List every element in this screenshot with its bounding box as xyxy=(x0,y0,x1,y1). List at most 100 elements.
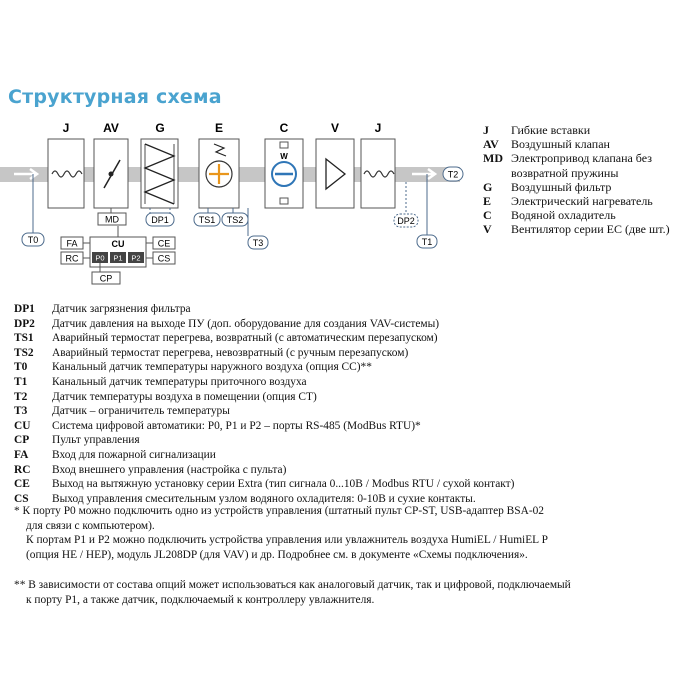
definition-text: Канальный датчик температуры наружного в… xyxy=(52,361,372,374)
definition-key: CU xyxy=(14,419,31,432)
footnote-line: К портам P1 и P2 можно подключить устрой… xyxy=(26,534,548,547)
legend-row: возвратной пружины xyxy=(483,166,700,180)
water-inlet-port-icon xyxy=(279,141,289,149)
legend-row: E Электрический нагреватель xyxy=(483,194,700,208)
definition-key: TS1 xyxy=(14,332,34,345)
damper-actuator-box xyxy=(97,212,127,226)
legend-key: G xyxy=(483,179,493,194)
definition-text: Выход управления смесительным узлом водя… xyxy=(52,492,476,505)
definition-row: TS1 Аварийный термостат перегрева, возвра… xyxy=(14,331,514,346)
legend-text: Электрический нагреватель xyxy=(511,194,653,209)
t1-sensor xyxy=(416,234,438,249)
water-label: W xyxy=(280,152,288,161)
definition-key: TS2 xyxy=(14,346,34,359)
t3-sensor xyxy=(247,235,269,250)
label-v: V xyxy=(331,121,339,135)
footnote-line: к порту P1, а также датчик, подключаемый… xyxy=(26,593,375,606)
legend-key: AV xyxy=(483,137,499,152)
legend-text: Водяной охладитель xyxy=(511,208,616,223)
t0-label: T0 xyxy=(28,235,39,245)
definition-row: CU Система цифровой автоматики: P0, P1 и … xyxy=(14,419,514,434)
rc-label: RC xyxy=(66,254,79,264)
spring-icon xyxy=(51,170,83,178)
legend-row: J Гибкие вставки xyxy=(483,123,700,137)
footnote-line: ** В зависимости от состава опций может … xyxy=(14,579,571,592)
footnote-line: (опция HE / HEP), модуль JL208DP (для VA… xyxy=(26,548,528,561)
fan-triangle-icon xyxy=(325,157,347,191)
cp-label: CP xyxy=(100,274,113,284)
label-g: G xyxy=(155,121,164,135)
legend-text: Воздушный клапан xyxy=(511,137,610,152)
definition-text: Выход на вытяжную установку серии Extra … xyxy=(52,478,515,491)
legend-key: MD xyxy=(483,151,503,166)
t1-label: T1 xyxy=(422,237,433,247)
label-av: AV xyxy=(103,121,119,135)
legend-text: возвратной пружины xyxy=(511,165,619,180)
ts2-label: TS2 xyxy=(227,215,244,225)
definition-key: T2 xyxy=(14,390,28,403)
definition-text: Аварийный термостат перегрева, возвратны… xyxy=(52,332,438,345)
t2-label: T2 xyxy=(448,170,459,180)
legend-key: J xyxy=(483,123,489,137)
definition-row: CE Выход на вытяжную установку серии Extr… xyxy=(14,477,514,492)
dp1-connector xyxy=(149,208,171,213)
dp2-label: DP2 xyxy=(397,216,415,226)
lightning-icon xyxy=(213,143,227,157)
definition-key: CE xyxy=(14,478,30,491)
dp2-sensor xyxy=(393,213,419,228)
p0-label: P0 xyxy=(95,254,104,263)
definition-key: T0 xyxy=(14,361,28,374)
ts1-label: TS1 xyxy=(199,215,216,225)
definition-key: DP2 xyxy=(14,317,35,330)
t3-label: T3 xyxy=(253,238,264,248)
label-j-outlet: J xyxy=(375,121,382,135)
ts1-sensor xyxy=(193,212,221,227)
outlet-arrow-icon xyxy=(412,167,438,181)
footnote-line: для связи с компьютером). xyxy=(26,519,155,532)
t2-sensor xyxy=(442,166,464,182)
footnotes: * К порту P0 можно подключить одно из ус… xyxy=(14,504,686,608)
t0-sensor xyxy=(21,232,45,247)
structural-diagram: J AV G E C V J W MD xyxy=(0,121,464,285)
footnote-line: * К порту P0 можно подключить одно из ус… xyxy=(14,505,545,517)
dp1-sensor xyxy=(145,212,175,227)
label-e: E xyxy=(215,121,223,135)
cs-label: CS xyxy=(158,254,171,264)
legend-text: Гибкие вставки xyxy=(511,123,591,137)
legend-key: V xyxy=(483,222,492,237)
legend-key: C xyxy=(483,208,492,223)
definition-row: RC Вход внешнего управления (настройка с … xyxy=(14,463,514,478)
p1-label: P1 xyxy=(113,254,122,263)
p2-label: P2 xyxy=(131,254,140,263)
heater-plus-icon xyxy=(209,164,229,184)
definition-key: RC xyxy=(14,463,31,476)
port-p1 xyxy=(110,252,126,263)
label-j-inlet: J xyxy=(63,121,70,135)
cp-box xyxy=(91,271,121,285)
legend-row: AV Воздушный клапан xyxy=(483,137,700,151)
legend-row: C Водяной охладитель xyxy=(483,208,700,222)
filter-zigzag-icon xyxy=(143,143,176,205)
legend-key: E xyxy=(483,194,492,209)
md-label: MD xyxy=(105,215,119,225)
definition-key: T3 xyxy=(14,405,28,418)
fa-label: FA xyxy=(66,239,77,249)
definition-text: Вход внешнего управления (настройка с пу… xyxy=(52,463,287,476)
definition-text: Пульт управления xyxy=(52,434,140,447)
definition-text: Канальный датчик температуры приточного … xyxy=(52,375,307,388)
definition-key: DP1 xyxy=(14,303,35,315)
port-p0 xyxy=(92,252,108,263)
definition-text: Аварийный термостат перегрева, невозврат… xyxy=(52,346,409,359)
page-title: Структурная схема xyxy=(8,86,222,108)
definition-text: Система цифровой автоматики: P0, P1 и P2… xyxy=(52,419,421,432)
